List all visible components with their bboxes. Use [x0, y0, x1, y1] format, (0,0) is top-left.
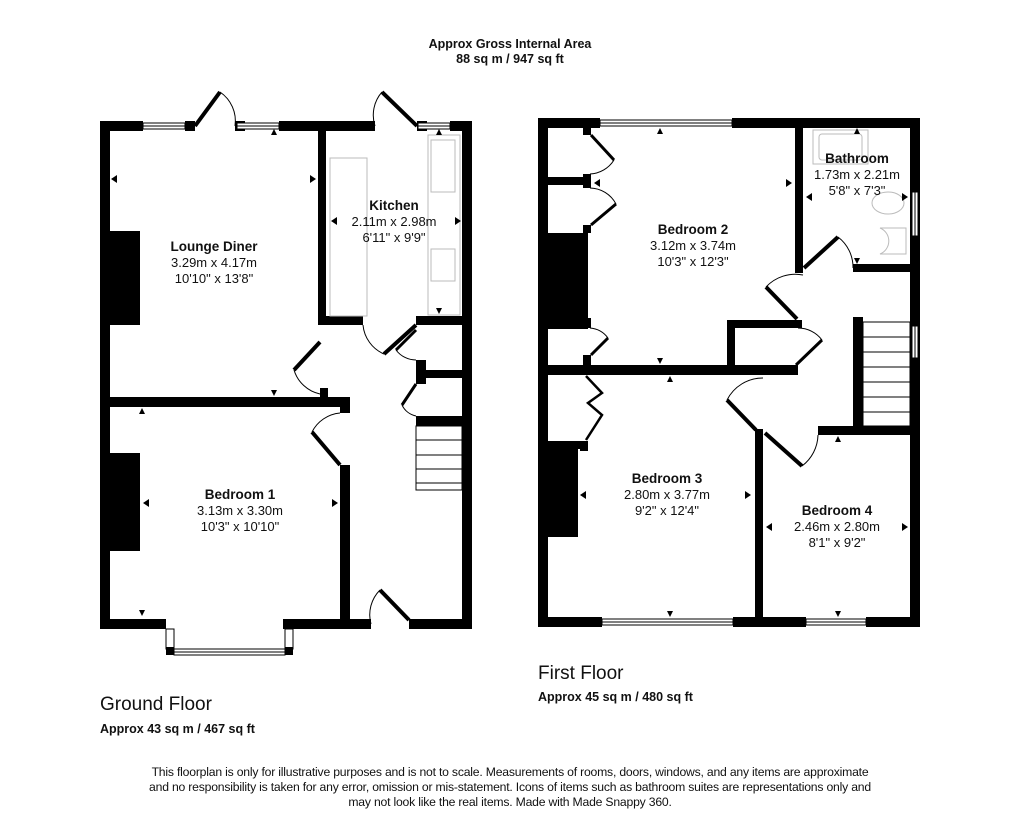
- first-floor-label: First Floor: [538, 663, 624, 684]
- room-kitchen: Kitchen 2.11m x 2.98m 6'11" x 9'9": [351, 198, 436, 246]
- disclaimer-line-1: This floorplan is only for illustrative …: [151, 765, 869, 779]
- room-bedroom-3: Bedroom 3 2.80m x 3.77m 9'2" x 12'4": [624, 471, 710, 519]
- first-floor-area: Approx 45 sq m / 480 sq ft: [538, 690, 693, 704]
- room-metric: 1.73m x 2.21m: [814, 167, 900, 182]
- disclaimer-line-2: and no responsibility is taken for any e…: [149, 780, 871, 794]
- room-name: Kitchen: [369, 198, 419, 213]
- room-metric: 3.13m x 3.30m: [197, 503, 283, 518]
- room-name: Bathroom: [825, 151, 889, 166]
- room-lounge-diner: Lounge Diner 3.29m x 4.17m 10'10" x 13'8…: [171, 239, 258, 287]
- ground-floor-arrows: [111, 129, 461, 616]
- header-title: Approx Gross Internal Area: [428, 37, 592, 51]
- room-bedroom-4: Bedroom 4 2.46m x 2.80m 8'1" x 9'2": [794, 503, 880, 551]
- room-imperial: 9'2" x 12'4": [634, 503, 700, 518]
- ground-floor-lines: [142, 122, 463, 656]
- room-metric: 3.12m x 3.74m: [650, 238, 736, 253]
- first-floor-lines: [599, 119, 919, 626]
- first-floor-plan: [538, 118, 920, 627]
- room-name: Bedroom 1: [204, 487, 276, 502]
- room-imperial: 6'11" x 9'9": [362, 230, 426, 245]
- header-total-area: 88 sq m / 947 sq ft: [456, 52, 564, 66]
- first-floor-doors: [584, 133, 854, 468]
- room-name: Lounge Diner: [170, 239, 258, 254]
- room-name: Bedroom 4: [801, 503, 873, 518]
- room-metric: 3.29m x 4.17m: [171, 255, 257, 270]
- room-bedroom-1: Bedroom 1 3.13m x 3.30m 10'3" x 10'10": [197, 487, 283, 535]
- room-imperial: 5'8" x 7'3": [828, 183, 886, 198]
- room-imperial: 10'3" x 12'3": [657, 254, 729, 269]
- ground-floor-area: Approx 43 sq m / 467 sq ft: [100, 722, 255, 736]
- room-bathroom: Bathroom 1.73m x 2.21m 5'8" x 7'3": [814, 151, 900, 199]
- ground-floor-label: Ground Floor: [100, 694, 212, 715]
- first-floor-arrows: [580, 128, 908, 617]
- room-metric: 2.80m x 3.77m: [624, 487, 710, 502]
- room-metric: 2.46m x 2.80m: [794, 519, 880, 534]
- disclaimer-line-3: may not look like the real items. Made w…: [348, 795, 672, 809]
- room-imperial: 8'1" x 9'2": [808, 535, 866, 550]
- room-bedroom-2: Bedroom 2 3.12m x 3.74m 10'3" x 12'3": [650, 222, 736, 270]
- room-name: Bedroom 3: [631, 471, 703, 486]
- room-imperial: 10'10" x 13'8": [174, 271, 254, 286]
- room-metric: 2.11m x 2.98m: [351, 214, 437, 229]
- gross-internal-area-header: Approx Gross Internal Area 88 sq m / 947…: [0, 37, 1020, 67]
- room-imperial: 10'3" x 10'10": [200, 519, 280, 534]
- ground-floor-doors: [193, 90, 419, 625]
- disclaimer: This floorplan is only for illustrative …: [110, 765, 910, 810]
- room-name: Bedroom 2: [657, 222, 729, 237]
